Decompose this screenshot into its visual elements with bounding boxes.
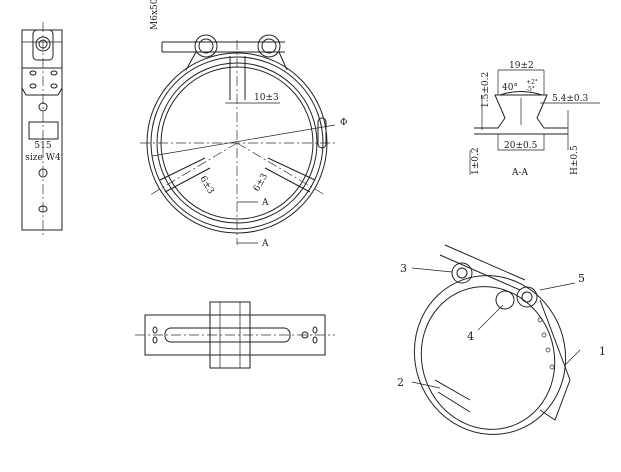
front-view: M6x50 10±3 Φ 6±3 6±3 A A [140,0,347,249]
isometric-view: 3 2 4 1 5 [397,244,606,435]
angle-tol-upper: +2° [526,79,538,86]
thickness-dim: 1±0.2 [471,147,481,175]
diameter-symbol: Φ [340,118,347,128]
section-title: A-A [511,168,529,178]
callout-1: 1 [599,345,606,358]
side-view: 515 size W4 [21,22,63,238]
section-mark-bottom: A [261,239,269,249]
bottom-view [135,301,335,369]
callout-2: 2 [397,376,404,389]
base-width-dim: 20±0.5 [504,141,538,151]
section-view: 19±2 40° +2° -5° 1.5±0.2 5.4±0.3 1±0.2 2… [469,61,600,178]
part-number-label: 515 [34,141,51,151]
angle-dim: 40° [502,83,518,93]
callout-5: 5 [578,272,585,285]
bolt-spec-label: M6x50 [150,0,160,30]
top-width-dim: 19±2 [509,61,534,71]
height-dim: H±0.5 [570,145,580,175]
size-label: size W4 [25,153,61,163]
depth-dim: 5.4±0.3 [552,94,588,104]
angle-tol-lower: -5° [526,86,535,93]
callout-3: 3 [400,262,407,275]
spoke-width-left: 6±3 [197,175,215,197]
callout-4: 4 [467,330,474,343]
lip-height-dim: 1.5±0.2 [481,72,491,108]
section-mark-top: A [261,198,269,208]
gap-dim-label: 10±3 [254,93,279,103]
spoke-width-right: 6±3 [252,172,270,194]
